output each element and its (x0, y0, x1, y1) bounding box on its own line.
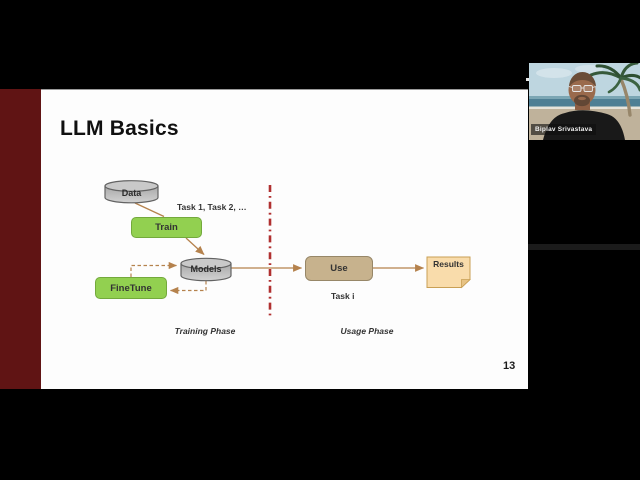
training-phase-label: Training Phase (174, 326, 236, 336)
task-i-annotation: Task i (331, 291, 355, 301)
participant-name-label: Biplav Srivastava (531, 124, 597, 135)
participant-video-tile[interactable]: Biplav Srivastava (529, 63, 640, 140)
node-finetune: FineTune (95, 277, 167, 299)
node-use: Use (305, 256, 373, 281)
node-data-label: Data (121, 188, 142, 198)
node-models-label: Models (190, 264, 222, 274)
node-results-label: Results (433, 259, 464, 269)
palm-tree (589, 63, 640, 117)
tasks-annotation: Task 1, Task 2, … (177, 202, 247, 212)
usage-phase-label: Usage Phase (340, 326, 394, 336)
slide-page-number: 13 (503, 360, 516, 372)
node-train: Train (131, 217, 202, 238)
slide-accent-bar (0, 89, 41, 389)
video-artifact-streak (528, 244, 640, 250)
cursor-dot-artifact (526, 78, 529, 81)
slide-title: LLM Basics (60, 117, 179, 140)
glasses (568, 85, 596, 92)
presentation-slide (41, 89, 528, 389)
